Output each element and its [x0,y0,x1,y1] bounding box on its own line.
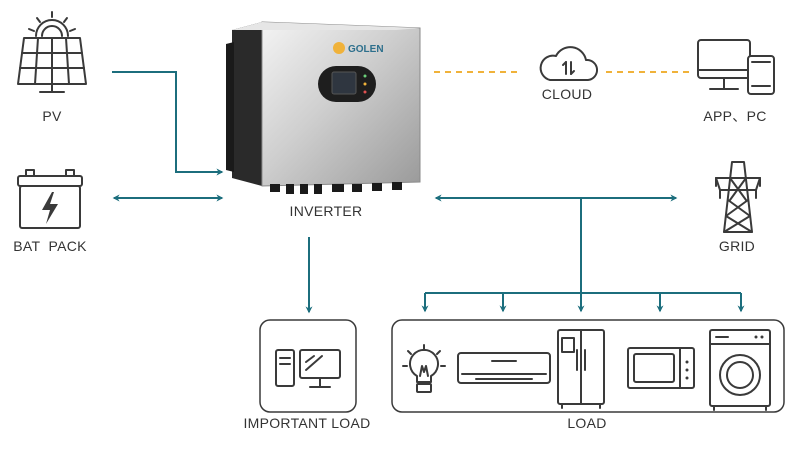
cloud-icon [539,46,598,81]
refrigerator-icon [557,329,605,409]
cloud-label: CLOUD [542,86,593,102]
flow-lines [112,71,745,314]
bat-pack-label: BAT PACK [13,238,87,254]
important-load-label: IMPORTANT LOAD [243,415,370,431]
inverter-unit: GOLEN [226,21,421,194]
pv-to-inverter-arrow [112,71,224,176]
air-conditioner-icon [457,352,551,384]
app-pc-label: APP、PC [703,108,766,124]
inverter-brand: GOLEN [348,44,384,55]
inverter-label: INVERTER [290,203,363,219]
grid-label: GRID [719,238,755,254]
monitor-phone-icon [697,39,775,95]
desktop-computer-icon [275,349,341,388]
power-tower-icon [715,161,761,233]
brand-logo-icon [333,42,345,54]
load-box [391,319,785,413]
light-bulb-icon [402,344,446,393]
important-load-box [259,319,357,413]
washing-machine-icon [709,329,771,411]
solar-panel-icon [17,11,87,93]
load-label: LOAD [567,415,606,431]
microwave-icon [627,347,695,389]
pv-label: PV [42,108,62,124]
battery-icon [17,169,83,229]
